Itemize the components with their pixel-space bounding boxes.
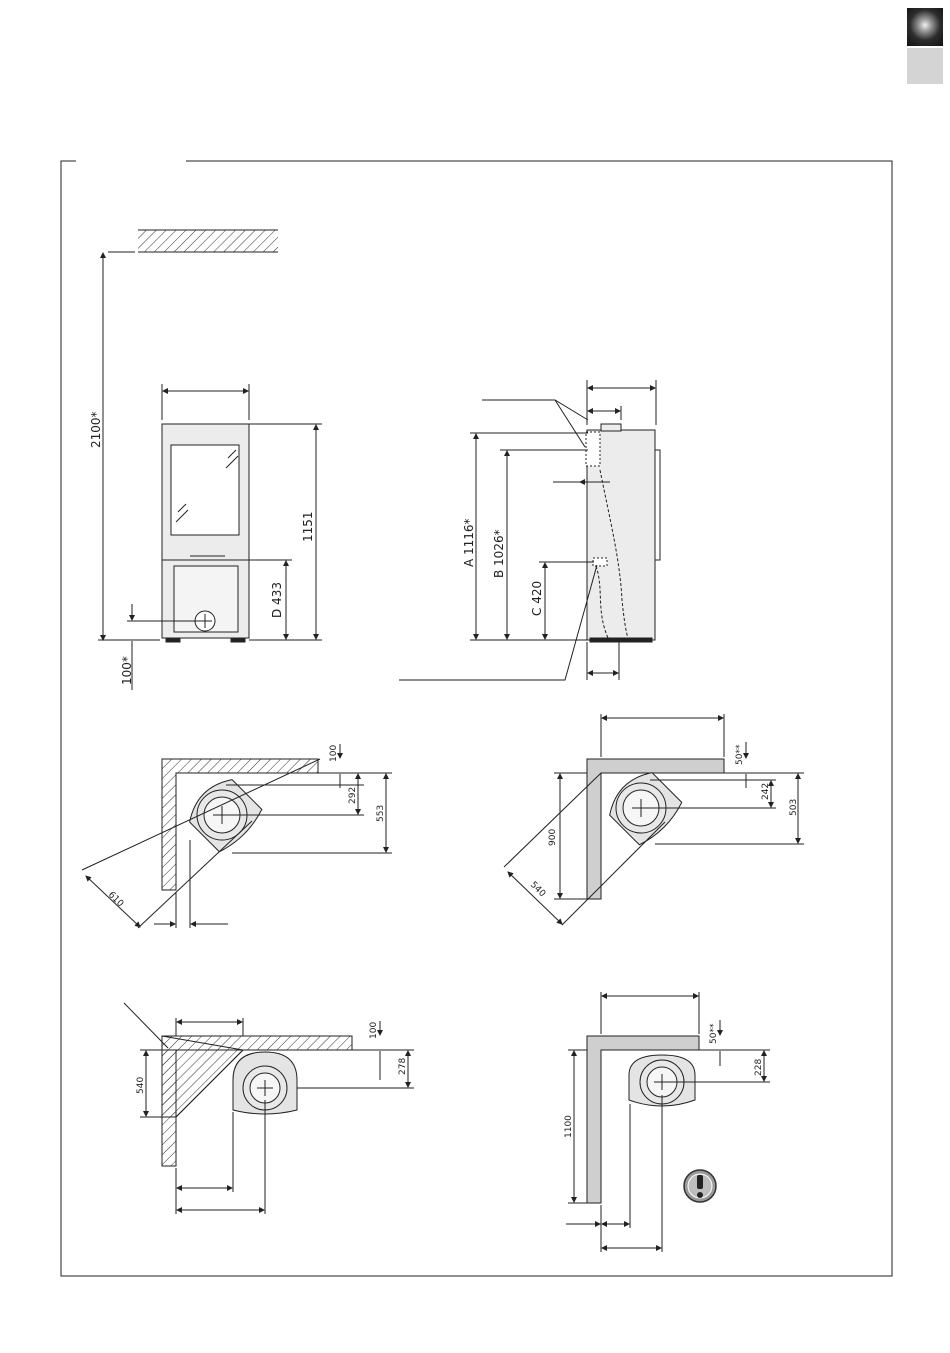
corner2-outer-label: 503 [789, 799, 799, 816]
corner2-mid-label: 242 [761, 783, 771, 800]
corner4-mid-label: 228 [754, 1059, 764, 1076]
corner1-mid-label: 292 [348, 787, 358, 804]
side-dim-b-label: B 1026* [492, 529, 506, 578]
corner1-back-label: 100 [329, 745, 339, 762]
corner3-back-label: 100 [369, 1022, 379, 1039]
corner-install-1 [82, 744, 392, 928]
corner3-side-label: 540 [136, 1077, 146, 1094]
corner1-outer-label: 553 [376, 805, 386, 822]
corner-install-2 [504, 714, 804, 925]
stove-height-label: 1151 [301, 511, 315, 542]
corner4-side-label: 1100 [564, 1115, 574, 1138]
corner1-diag-label: 610 [106, 890, 125, 909]
front-total-height-label: 2100* [89, 411, 103, 448]
drawing-frame [61, 161, 892, 1276]
floor-clearance-label: 100* [120, 656, 134, 685]
side-dim-a-label: A 1116* [462, 518, 476, 567]
connection-height-d-label: D 433 [270, 582, 284, 618]
side-view [399, 380, 660, 680]
corner3-mid-label: 278 [398, 1058, 408, 1075]
corner2-side-label: 900 [548, 829, 558, 846]
exclamation-icon [684, 1170, 716, 1202]
front-view [98, 230, 322, 690]
side-dim-c-label: C 420 [530, 581, 544, 616]
corner2-back-label: 50** [735, 744, 745, 765]
corner4-back-label: 50** [709, 1023, 719, 1044]
corner-install-4 [566, 992, 770, 1252]
corner2-diag-label: 540 [528, 880, 547, 899]
